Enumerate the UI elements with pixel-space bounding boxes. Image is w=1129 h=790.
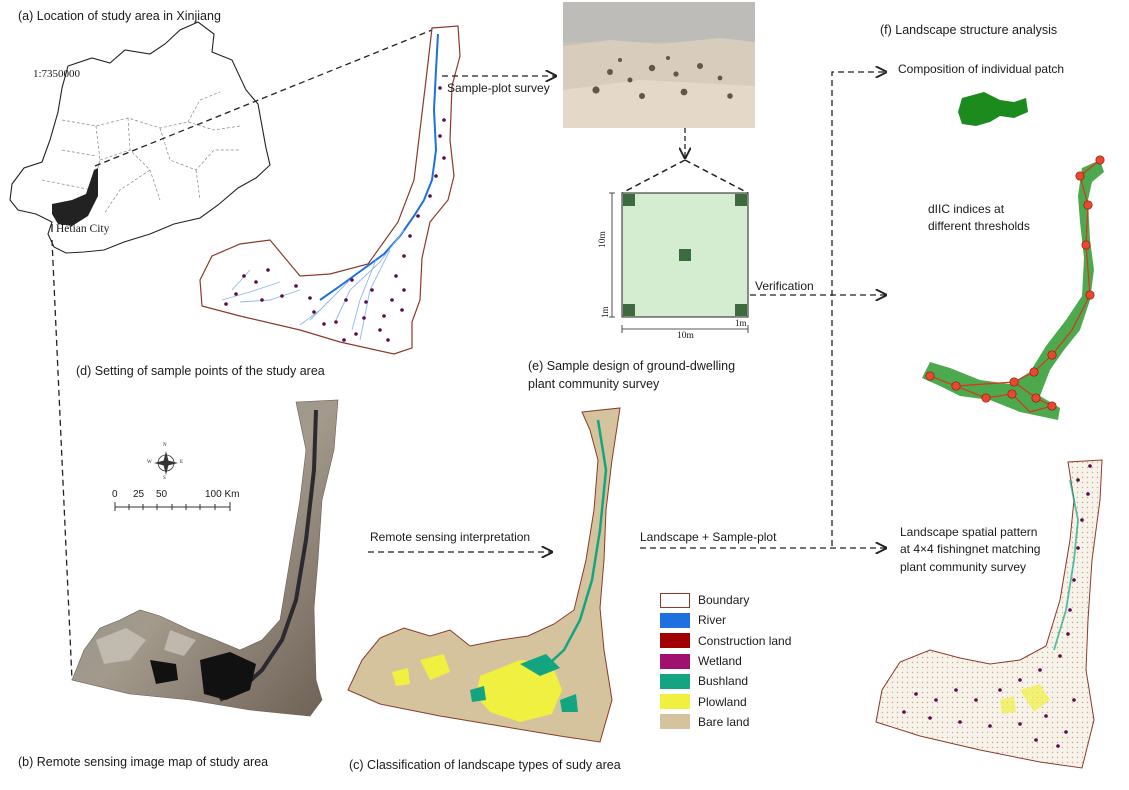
legend-swatch (660, 714, 690, 730)
quadrat-design (609, 192, 749, 333)
xinjiang-map (9, 21, 271, 254)
panel-b-title: (b) Remote sensing image map of study ar… (18, 755, 269, 769)
pattern-label: Landscape spatial pattern at 4×4 fishing… (900, 525, 1041, 574)
fishnet-pattern-map (875, 459, 1103, 769)
sample-points-map (199, 25, 461, 355)
panel-c-title: (c) Classification of landscape types of… (349, 758, 621, 772)
scale-tick-25: 25 (133, 489, 145, 500)
rs-oasis-dark (150, 652, 256, 700)
xinjiang-internal-boundaries (41, 91, 241, 215)
hetian-region (52, 168, 98, 226)
river-main-d (319, 33, 439, 301)
composition-label: Composition of individual patch (898, 62, 1065, 76)
rs-terrain-light (96, 628, 196, 664)
study-area-fishnet (875, 459, 1103, 769)
quadrat-side-vertical: 10m (598, 231, 608, 248)
legend-item: River (660, 610, 791, 630)
remote-sensing-map (71, 399, 339, 717)
legend-swatch (660, 592, 690, 608)
plowland-patches (392, 654, 562, 722)
diic-links (929, 159, 1101, 413)
study-area-boundary-d (199, 25, 461, 355)
bushland-patches (470, 654, 578, 712)
legend-swatch (660, 612, 690, 628)
panel-d-title: (d) Setting of sample points of the stud… (76, 364, 325, 378)
verification-label: Verification (755, 279, 814, 293)
scale-bar (114, 502, 231, 511)
scale-tick-0: 0 (112, 489, 118, 500)
remote-sensing-label: Remote sensing interpretation (370, 530, 531, 544)
sample-plot-photo (563, 2, 755, 128)
legend-item: Plowland (660, 691, 791, 711)
compass-w: W (147, 460, 152, 465)
quadrat-small-1: 1m (600, 306, 610, 318)
legend-swatch (660, 633, 690, 649)
diic-patches (922, 160, 1104, 420)
legend-item: Boundary (660, 590, 791, 610)
legend-item: Bare land (660, 712, 791, 732)
fishnet-sample-points (902, 464, 1092, 748)
panel-a-title: (a) Location of study area in Xinjiang (18, 9, 221, 23)
legend-item: Wetland (660, 651, 791, 671)
landscape-sample-plot-label: Landscape + Sample-plot (640, 530, 777, 544)
quadrat-side-horizontal: 10m (677, 331, 694, 341)
patch-composition (958, 92, 1028, 126)
compass-e: E (180, 460, 184, 465)
sample-points-d (224, 86, 446, 342)
study-area-classified (347, 407, 621, 743)
sample-plot-survey-label: Sample-plot survey (447, 81, 550, 95)
legend-swatch (660, 653, 690, 669)
diic-label: dIIC indices at different thresholds (928, 202, 1030, 234)
river-branches-d (221, 229, 405, 341)
panel-f-title: (f) Landscape structure analysis (880, 23, 1058, 37)
scale-tick-50: 50 (156, 489, 168, 500)
diic-network (922, 155, 1105, 420)
legend-swatch (660, 673, 690, 689)
zoom-line-bottom (51, 239, 73, 681)
diic-nodes (925, 155, 1105, 411)
quadrat-zoom-right (684, 159, 749, 194)
legend-item: Bushland (660, 671, 791, 691)
quadrat-zoom-left (621, 159, 686, 194)
panel-e-title: (e) Sample design of ground-dwelling pla… (528, 359, 736, 392)
zoom-line-top (94, 29, 433, 167)
legend-item: Construction land (660, 631, 791, 651)
scale-tick-100: 100 Km (205, 489, 240, 500)
xinjiang-outline (9, 21, 271, 254)
legend-swatch (660, 694, 690, 710)
hetian-city-label: Hetian City (56, 223, 110, 235)
arrow-composition (831, 72, 886, 546)
classification-map (347, 407, 621, 743)
land-type-legend: Boundary River Construction land Wetland… (660, 590, 791, 732)
compass-s: S (163, 476, 166, 481)
quadrat-small-2: 1m (735, 318, 747, 328)
compass-rose (154, 451, 178, 475)
map-scale: 1:7350000 (33, 68, 81, 80)
compass-n: N (163, 443, 167, 448)
